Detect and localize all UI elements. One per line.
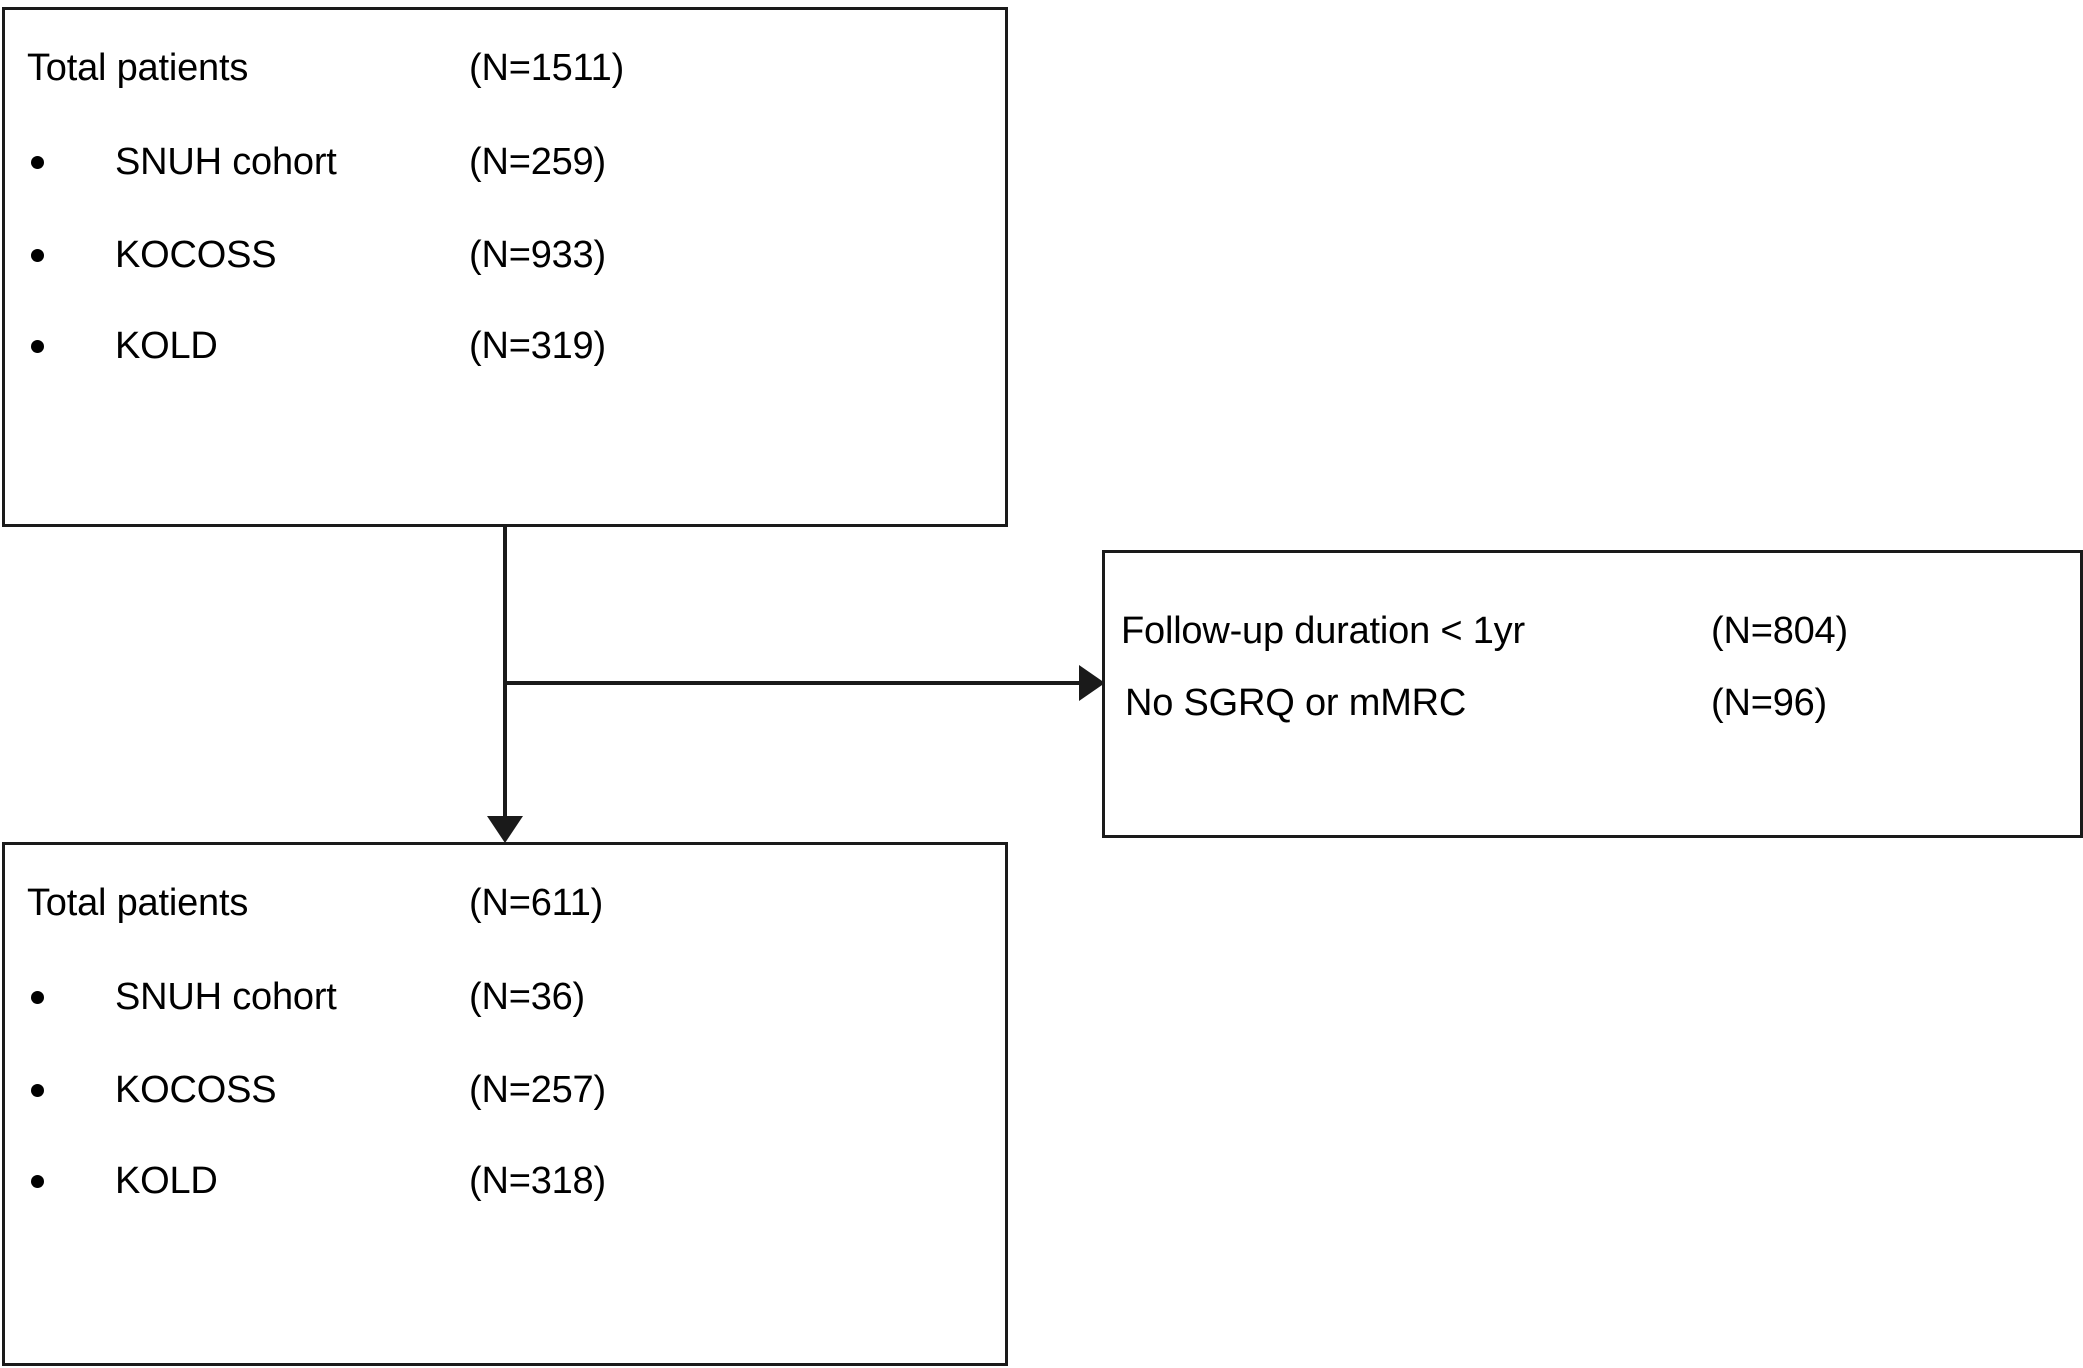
exclusion-count: (N=804) bbox=[1711, 610, 1848, 652]
bullet-dot-icon bbox=[31, 249, 44, 262]
exclusion-criteria-box: Follow-up duration < 1yr (N=804) No SGRQ… bbox=[1102, 550, 2083, 838]
connector-horizontal-branch bbox=[505, 681, 1083, 685]
cohort-item-count: (N=36) bbox=[469, 976, 586, 1018]
cohort-item-label: KOLD bbox=[115, 325, 218, 367]
bullet-dot-icon bbox=[31, 1084, 44, 1097]
cohort-row-kocoss: KOCOSS (N=933) bbox=[5, 229, 1005, 281]
total-patients-box-bottom: Total patients (N=611) SNUH cohort (N=36… bbox=[2, 842, 1008, 1366]
cohort-item-label: SNUH cohort bbox=[115, 976, 337, 1018]
bullet-dot-icon bbox=[31, 156, 44, 169]
cohort-item-count: (N=259) bbox=[469, 141, 606, 183]
bullet-dot-icon bbox=[31, 1175, 44, 1188]
cohort-row-snuh: SNUH cohort (N=259) bbox=[5, 136, 1005, 188]
cohort-item-count: (N=319) bbox=[469, 325, 606, 367]
cohort-item-label: KOLD bbox=[115, 1160, 218, 1202]
exclusion-count: (N=96) bbox=[1711, 682, 1828, 724]
cohort-item-count: (N=318) bbox=[469, 1160, 606, 1202]
cohort-item-label: KOCOSS bbox=[115, 1069, 277, 1111]
bullet-dot-icon bbox=[31, 340, 44, 353]
arrowhead-right-icon bbox=[1079, 665, 1105, 701]
cohort-item-count: (N=933) bbox=[469, 234, 606, 276]
total-patients-box-top: Total patients (N=1511) SNUH cohort (N=2… bbox=[2, 7, 1008, 527]
cohort-header-label: Total patients bbox=[27, 47, 249, 89]
arrowhead-down-icon bbox=[487, 816, 523, 843]
cohort-item-count: (N=257) bbox=[469, 1069, 606, 1111]
cohort-header-count: (N=611) bbox=[469, 882, 604, 924]
cohort-row-snuh: SNUH cohort (N=36) bbox=[5, 971, 1005, 1023]
exclusion-label: No SGRQ or mMRC bbox=[1125, 682, 1467, 724]
cohort-row-kocoss: KOCOSS (N=257) bbox=[5, 1064, 1005, 1116]
cohort-row-kold: KOLD (N=318) bbox=[5, 1155, 1005, 1207]
bullet-dot-icon bbox=[31, 991, 44, 1004]
connector-vertical-stem bbox=[503, 527, 507, 827]
cohort-row-kold: KOLD (N=319) bbox=[5, 320, 1005, 372]
cohort-item-label: KOCOSS bbox=[115, 234, 277, 276]
exclusion-label: Follow-up duration < 1yr bbox=[1121, 610, 1525, 652]
cohort-item-label: SNUH cohort bbox=[115, 141, 337, 183]
cohort-header-count: (N=1511) bbox=[469, 47, 625, 89]
cohort-row-header: Total patients (N=611) bbox=[5, 877, 1005, 929]
cohort-row-header: Total patients (N=1511) bbox=[5, 42, 1005, 94]
cohort-header-label: Total patients bbox=[27, 882, 249, 924]
